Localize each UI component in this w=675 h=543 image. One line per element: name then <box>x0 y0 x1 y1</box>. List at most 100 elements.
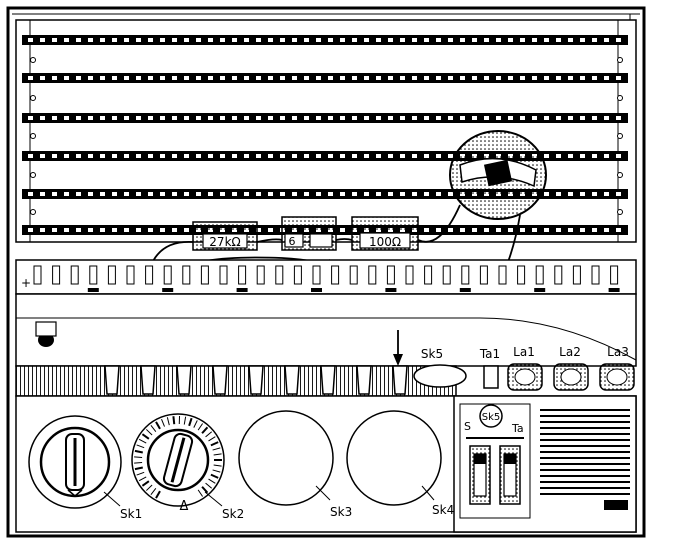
dial-sk3[interactable] <box>238 410 334 506</box>
terminal-clip[interactable] <box>312 265 321 285</box>
rail-hole <box>460 116 465 120</box>
switch-key-s2[interactable] <box>140 365 156 395</box>
terminal-clip[interactable] <box>554 265 563 285</box>
terminal-clip[interactable] <box>368 265 377 285</box>
terminal-clip[interactable] <box>238 265 247 285</box>
rail-hole <box>256 38 261 42</box>
switch-key-s1[interactable] <box>104 365 120 395</box>
terminal-clip[interactable] <box>424 265 433 285</box>
dial-sk2[interactable]: Δ <box>131 413 225 514</box>
terminal-clip[interactable] <box>256 265 265 285</box>
rail-hole <box>364 38 369 42</box>
rail-hole <box>544 76 549 80</box>
rail-hole <box>592 228 597 232</box>
rail-hole <box>100 154 105 158</box>
rail-hole <box>76 154 81 158</box>
switch-key-s3[interactable] <box>176 365 192 395</box>
rail-hole <box>616 116 621 120</box>
terminal-clip[interactable] <box>107 265 116 285</box>
side-hole <box>30 209 36 215</box>
terminal-clip[interactable] <box>386 265 395 285</box>
terminal-clip[interactable] <box>275 265 284 285</box>
terminal-clip[interactable] <box>442 265 451 285</box>
switch-key-s4[interactable] <box>212 365 228 395</box>
terminal-base <box>534 288 546 292</box>
sk5-socket[interactable] <box>413 364 467 388</box>
rail-hole <box>460 38 465 42</box>
terminal-clip[interactable] <box>126 265 135 285</box>
rail-hole <box>76 228 81 232</box>
terminal-clip[interactable] <box>572 265 581 285</box>
leader-sk3 <box>315 485 331 501</box>
side-hole <box>30 95 36 101</box>
terminal-clip[interactable] <box>461 265 470 285</box>
terminal-clip[interactable] <box>219 265 228 285</box>
scale-tick <box>205 482 213 489</box>
rail-hole <box>136 228 141 232</box>
rail-hole <box>28 76 33 80</box>
rail-hole <box>88 154 93 158</box>
dial-sk4[interactable] <box>346 410 442 506</box>
terminal-clip[interactable] <box>52 265 61 285</box>
rail-hole <box>184 228 189 232</box>
terminal-clip[interactable] <box>182 265 191 285</box>
terminal-base <box>87 288 99 292</box>
terminal-clip[interactable] <box>33 265 42 285</box>
rail-hole <box>280 38 285 42</box>
rail-hole <box>220 116 225 120</box>
rail-hole <box>88 228 93 232</box>
switch-key-s9[interactable] <box>392 365 408 395</box>
switch-keys[interactable] <box>104 365 408 395</box>
rail-hole <box>256 76 261 80</box>
terminal-clip[interactable] <box>145 265 154 285</box>
ta1-button[interactable] <box>483 365 499 389</box>
terminal-clip[interactable] <box>89 265 98 285</box>
rail-hole <box>316 38 321 42</box>
scale-tick <box>183 416 187 425</box>
slide-switch-ta[interactable] <box>499 445 521 505</box>
terminal-clip[interactable] <box>331 265 340 285</box>
switch-key-s8[interactable] <box>356 365 372 395</box>
scale-tick <box>134 466 143 471</box>
rail-hole <box>160 116 165 120</box>
terminal-clip[interactable] <box>200 265 209 285</box>
jack-socket-body <box>35 321 57 337</box>
switch-key-s6[interactable] <box>284 365 300 395</box>
terminal-clip[interactable] <box>610 265 619 285</box>
terminal-clip[interactable] <box>535 265 544 285</box>
terminal-clip[interactable] <box>517 265 526 285</box>
terminal-clip[interactable] <box>349 265 358 285</box>
rail-hole <box>508 228 513 232</box>
case-outline <box>6 6 646 538</box>
panel-label-sk5: Sk5 <box>482 412 501 423</box>
switch-key-s7[interactable] <box>320 365 336 395</box>
rail-hole <box>604 116 609 120</box>
terminal-clip[interactable] <box>405 265 414 285</box>
rail-hole <box>592 38 597 42</box>
terminal-clip[interactable] <box>70 265 79 285</box>
rail-hole <box>424 76 429 80</box>
rail <box>22 113 628 123</box>
switch-key-s5[interactable] <box>248 365 264 395</box>
slide-switch-s[interactable] <box>469 445 491 505</box>
side-hole <box>617 95 623 101</box>
rail-hole <box>124 154 129 158</box>
rail-hole <box>436 154 441 158</box>
rail-hole <box>232 192 237 196</box>
terminal-clip[interactable] <box>293 265 302 285</box>
rail-hole <box>568 154 573 158</box>
terminal-clip[interactable] <box>163 265 172 285</box>
terminal-clip[interactable] <box>591 265 600 285</box>
side-holes <box>30 57 623 215</box>
rail-hole <box>148 228 153 232</box>
scale-tick <box>150 425 157 432</box>
terminal-clip[interactable] <box>498 265 507 285</box>
rail-hole <box>568 228 573 232</box>
dial-sk1[interactable] <box>28 415 122 509</box>
scale-tick <box>136 471 145 476</box>
rail-hole <box>556 38 561 42</box>
terminal-clip[interactable] <box>479 265 488 285</box>
rail-hole <box>352 76 357 80</box>
